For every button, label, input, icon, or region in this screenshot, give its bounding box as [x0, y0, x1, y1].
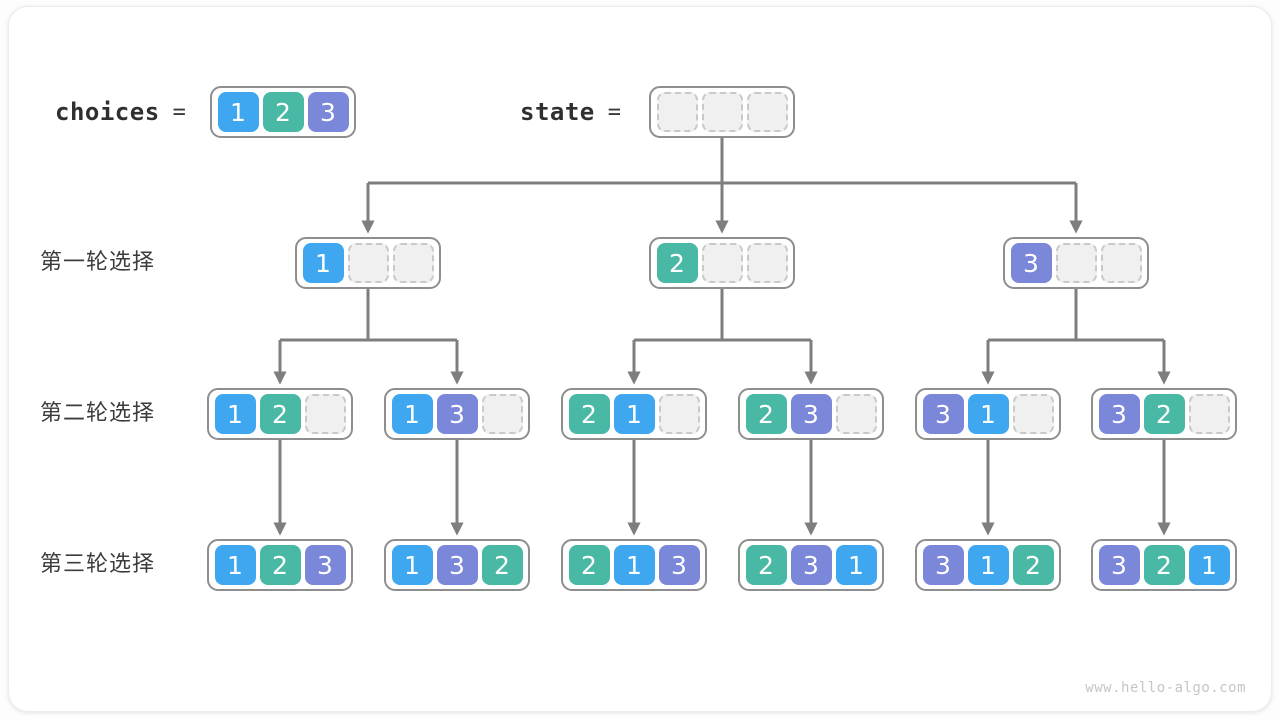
- cell-value-3: 3: [307, 92, 349, 132]
- choices-label: choices: [55, 98, 160, 126]
- edges-group: [273, 138, 1171, 536]
- cell-empty: [701, 92, 743, 132]
- cell-value-1: 1: [613, 394, 655, 434]
- cell-value-2: 2: [745, 394, 787, 434]
- cell-value-3: 3: [658, 545, 700, 585]
- cell-empty: [347, 243, 389, 283]
- cell-empty: [1188, 394, 1230, 434]
- cell-value-2: 2: [568, 545, 610, 585]
- row-label-round-1: 第一轮选择: [40, 250, 156, 275]
- choices-label-group: choices =: [55, 86, 186, 138]
- node-round1-3: 3: [1003, 237, 1149, 289]
- cell-empty: [746, 92, 788, 132]
- cell-value-2: 2: [259, 394, 301, 434]
- cell-value-2: 2: [656, 243, 698, 283]
- state-box: [649, 86, 795, 138]
- cell-value-3: 3: [1010, 243, 1052, 283]
- cell-value-2: 2: [1143, 545, 1185, 585]
- row-label-round-2: 第二轮选择: [40, 401, 156, 426]
- cell-value-3: 3: [922, 545, 964, 585]
- cell-empty: [304, 394, 346, 434]
- cell-empty: [1012, 394, 1054, 434]
- row-label-round-3: 第三轮选择: [40, 552, 156, 577]
- cell-value-3: 3: [304, 545, 346, 585]
- cell-value-2: 2: [262, 92, 304, 132]
- watermark: www.hello-algo.com: [1085, 680, 1246, 696]
- cell-empty: [481, 394, 523, 434]
- cell-value-3: 3: [1098, 394, 1140, 434]
- cell-empty: [1055, 243, 1097, 283]
- cell-value-2: 2: [1143, 394, 1185, 434]
- cell-value-3: 3: [790, 545, 832, 585]
- node-round1-1: 1: [295, 237, 441, 289]
- node-round1-2: 2: [649, 237, 795, 289]
- cell-value-3: 3: [922, 394, 964, 434]
- cell-value-1: 1: [967, 394, 1009, 434]
- cell-value-1: 1: [1188, 545, 1230, 585]
- cell-value-2: 2: [1012, 545, 1054, 585]
- cell-value-1: 1: [214, 394, 256, 434]
- cell-value-1: 1: [217, 92, 259, 132]
- cell-empty: [1100, 243, 1142, 283]
- state-equals-sign: =: [607, 99, 621, 125]
- cell-value-3: 3: [436, 394, 478, 434]
- cell-value-1: 1: [613, 545, 655, 585]
- cell-value-3: 3: [436, 545, 478, 585]
- cell-empty: [835, 394, 877, 434]
- cell-value-1: 1: [967, 545, 1009, 585]
- cell-value-2: 2: [259, 545, 301, 585]
- cell-value-1: 1: [214, 545, 256, 585]
- state-label-group: state =: [520, 86, 621, 138]
- cell-empty: [392, 243, 434, 283]
- cell-empty: [656, 92, 698, 132]
- cell-value-2: 2: [568, 394, 610, 434]
- cell-value-1: 1: [391, 545, 433, 585]
- choices-equals-sign: =: [172, 99, 186, 125]
- cell-value-3: 3: [790, 394, 832, 434]
- cell-value-1: 1: [302, 243, 344, 283]
- cell-value-3: 3: [1098, 545, 1140, 585]
- cell-value-1: 1: [835, 545, 877, 585]
- cell-value-1: 1: [391, 394, 433, 434]
- state-label: state: [520, 98, 595, 126]
- cell-empty: [746, 243, 788, 283]
- cell-empty: [701, 243, 743, 283]
- cell-value-2: 2: [745, 545, 787, 585]
- cell-empty: [658, 394, 700, 434]
- cell-value-2: 2: [481, 545, 523, 585]
